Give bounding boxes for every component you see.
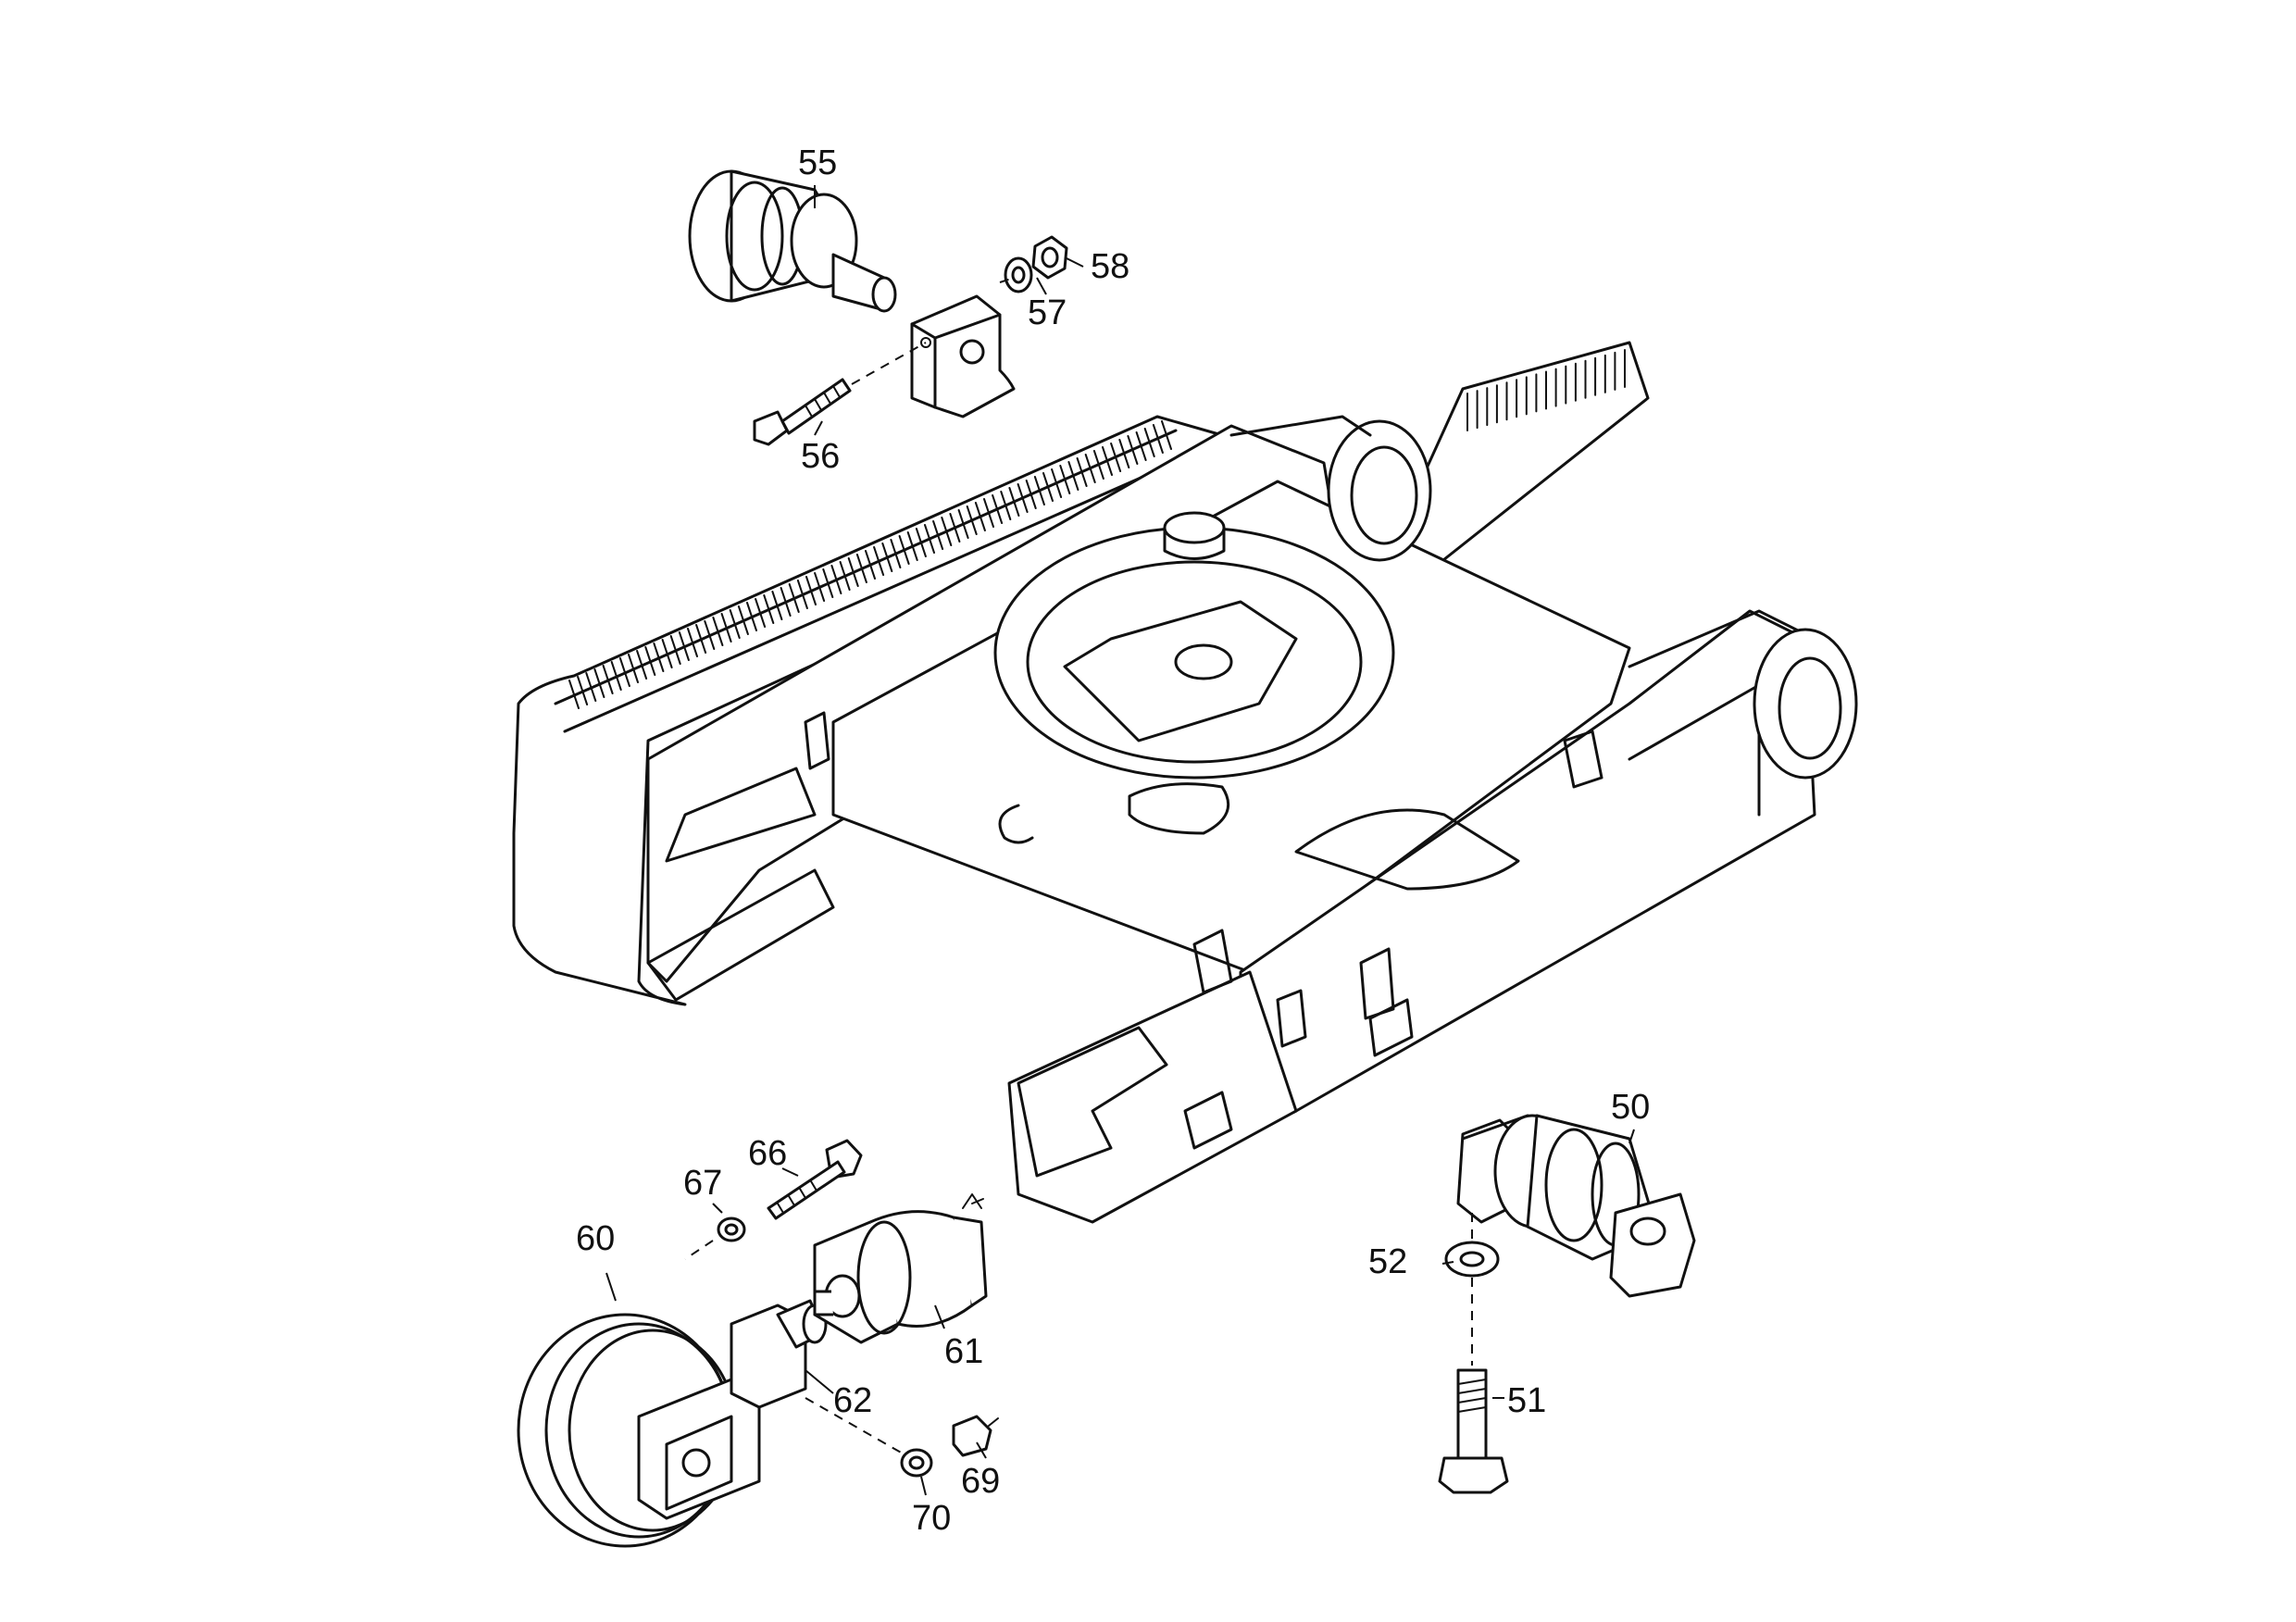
nut-58	[1031, 235, 1068, 280]
track-chain-left	[512, 415, 1224, 1006]
bolt-51	[1438, 1368, 1509, 1494]
callout-55: 55	[798, 143, 837, 182]
idler-wheel-60	[517, 1313, 761, 1548]
callout-57: 57	[1028, 293, 1067, 332]
callout-69: 69	[961, 1462, 1000, 1501]
bolt-66	[767, 1139, 863, 1220]
axis-line-70	[805, 1397, 904, 1454]
callout-61: 61	[944, 1332, 983, 1371]
carrier-roller-55	[688, 169, 897, 313]
washer-67	[717, 1216, 746, 1242]
callout-51: 51	[1507, 1381, 1546, 1420]
track-roller-50	[1456, 1114, 1696, 1298]
recoil-cylinder-61	[813, 1193, 988, 1344]
undercarriage-frame	[646, 415, 1858, 1224]
callout-70: 70	[912, 1499, 951, 1538]
callout-66: 66	[748, 1134, 787, 1173]
callout-62: 62	[833, 1381, 872, 1420]
axis-line-57-58	[999, 277, 1015, 283]
callout-labels: 55 56 57 58 50 52 51 60 61 62 66 67 69 7…	[576, 143, 1650, 1538]
axle-block-62	[730, 1299, 828, 1409]
washer-70	[900, 1448, 933, 1478]
leader-lines	[605, 185, 1635, 1496]
axis-line-67	[684, 1240, 714, 1260]
washer-52	[1444, 1241, 1500, 1278]
grease-fitting-69	[952, 1415, 999, 1457]
washer-57	[1004, 256, 1033, 293]
callout-50: 50	[1611, 1088, 1650, 1127]
callout-56: 56	[801, 437, 840, 476]
callout-52: 52	[1368, 1242, 1407, 1281]
roller-bracket	[910, 294, 1016, 418]
callout-58: 58	[1091, 247, 1129, 286]
bolt-56	[753, 342, 927, 446]
callout-60: 60	[576, 1219, 615, 1258]
callout-67: 67	[683, 1164, 722, 1203]
